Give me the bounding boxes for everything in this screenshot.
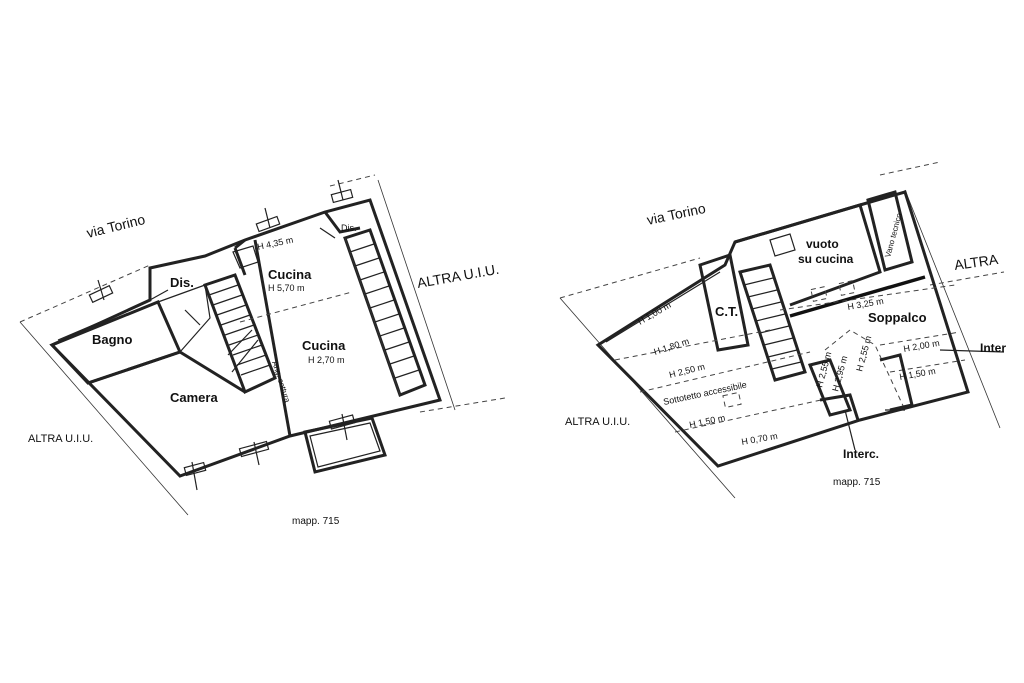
vuoto-walls [734, 203, 882, 307]
room-cucina-upper: Cucina [268, 267, 312, 282]
soppalco-dashed-roof [824, 329, 906, 411]
dashed-mezzanine-edge [239, 291, 353, 323]
plan-upper-floor [559, 161, 1005, 499]
mapp-label-upper: mapp. 715 [833, 477, 881, 488]
height-180: H 1,80 m [653, 336, 691, 357]
room-soppalco: Soppalco [868, 310, 927, 325]
ct-box [698, 253, 750, 352]
inner-wall-upper [605, 271, 721, 343]
skylight-2 [838, 280, 856, 296]
dashed-h250 [639, 351, 811, 393]
height-295: H 2,95 m [830, 355, 849, 393]
room-camera: Camera [170, 390, 218, 405]
dis-walls [157, 284, 211, 353]
room-dis: Dis. [170, 275, 194, 290]
balcony-inner [309, 422, 381, 468]
height-255-right: H 2,55 m [854, 335, 873, 373]
boundary-dashed-top-upper [879, 161, 941, 176]
room-cucina-lower-height: H 2,70 m [308, 355, 345, 365]
mapp-label-ground: mapp. 715 [292, 516, 340, 527]
skylight-1 [810, 286, 828, 302]
street-label-ground: via Torino [85, 211, 147, 241]
camera-walls [87, 350, 246, 394]
boundary-dashed-left [19, 264, 151, 323]
skylight-3 [722, 391, 742, 409]
room-cucina-upper-height: H 5,70 m [268, 283, 305, 293]
boundary-line-left [19, 321, 189, 516]
boundary-dashed-right [419, 397, 506, 413]
stair-right [343, 228, 427, 397]
room-interc: Interc. [843, 447, 879, 461]
vuoto-stair-top [769, 233, 796, 257]
dashed-h200 [879, 331, 961, 346]
height-100: H 1,00 m [636, 300, 673, 327]
wall-kitchen-left [253, 239, 292, 437]
room-cucina-lower: Cucina [302, 338, 346, 353]
room-inter-right: Inter [980, 341, 1006, 355]
neighbor-right-label-upper: ALTRA [953, 251, 1000, 273]
inner-wall-line [57, 302, 146, 341]
outer-walls-upper [595, 190, 970, 468]
height-070: H 0,70 m [741, 431, 779, 447]
stair-upper [738, 263, 807, 382]
ang-cottura-label: Ang. cottura [270, 360, 292, 404]
boundary-line-left-upper [559, 297, 736, 499]
neighbor-right-label-ground: ALTRA U.I.U. [416, 261, 501, 291]
boundary-line-right-upper [904, 189, 1001, 429]
interc-leader [844, 409, 856, 451]
neighbor-left-label-ground: ALTRA U.I.U. [28, 433, 93, 445]
interc-bottom-wall [819, 393, 860, 421]
neighbor-left-label-upper: ALTRA U.I.U. [565, 416, 630, 428]
vano-tecnico-box [866, 190, 914, 272]
stair-inner [203, 273, 277, 395]
balcony [303, 416, 387, 474]
inter-leader [939, 349, 1005, 353]
room-vano-tecnico: Vano tecnico [883, 212, 904, 259]
interc-right-box [879, 353, 914, 412]
dashed-h325 [779, 284, 956, 311]
boundary-line-right [377, 179, 456, 411]
height-250: H 2,50 m [668, 361, 706, 380]
beam-line [789, 275, 926, 318]
room-dis-small: Dis. [341, 223, 357, 233]
stair-height-label: H 4,35 m [256, 235, 294, 252]
windows-ground [88, 179, 356, 491]
room-ct: C.T. [715, 304, 738, 319]
partition-stair-top [233, 247, 247, 276]
door-swing-dis [184, 309, 201, 326]
partition-top-corner [234, 238, 246, 250]
plan-ground-floor [19, 174, 506, 516]
room-vuoto-line1: vuoto [806, 237, 839, 251]
boundary-dashed-left-upper [559, 257, 701, 299]
height-255-left: H 2,55 m [814, 351, 833, 389]
boundary-dashed-top [329, 174, 376, 187]
kitchen-right-edge [344, 237, 401, 396]
height-150: H 1,50 m [688, 413, 726, 430]
door-swing-bagno [149, 289, 169, 301]
room-vuoto-line2: su cucina [798, 252, 854, 266]
street-label-upper: via Torino [645, 200, 707, 228]
boundary-dashed-right-upper [929, 271, 1005, 286]
room-bagno: Bagno [92, 332, 133, 347]
door-swing-dis-right [319, 227, 336, 239]
dis-right-wall [323, 211, 361, 234]
